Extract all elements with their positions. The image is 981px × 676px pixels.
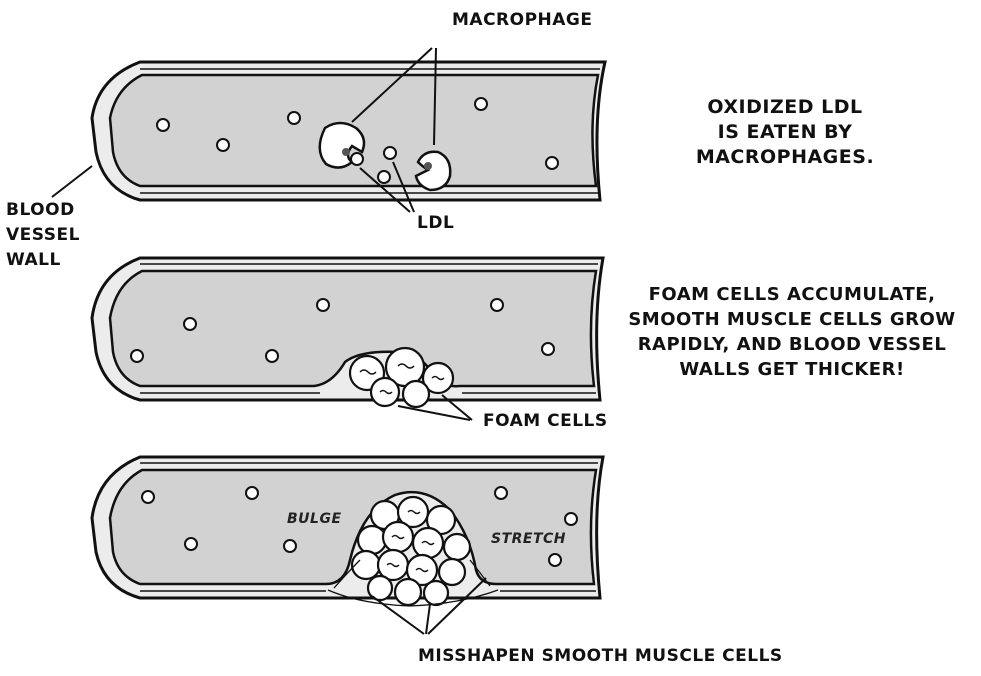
bulge-label: BULGE [287, 511, 342, 527]
caption-panel-1: OXIDIZED LDL IS EATEN BY MACROPHAGES. [680, 95, 890, 170]
vessel-panel-1 [52, 48, 605, 212]
stretch-label: STRETCH [491, 531, 566, 547]
caption-panel-2: FOAM CELLS ACCUMULATE, SMOOTH MUSCLE CEL… [608, 282, 976, 382]
macrophage-label: MACROPHAGE [452, 10, 593, 30]
ldl-label: LDL [417, 213, 454, 233]
foam-cells-label: FOAM CELLS [483, 411, 608, 431]
muscle-leader-2 [426, 604, 430, 634]
vessel-panel-2 [92, 258, 603, 420]
misshapen-smooth-muscle-cells-label: MISSHAPEN SMOOTH MUSCLE CELLS [418, 646, 783, 666]
wall-leader [52, 166, 92, 197]
blood-vessel-wall-label: BLOOD VESSEL WALL [6, 198, 80, 273]
